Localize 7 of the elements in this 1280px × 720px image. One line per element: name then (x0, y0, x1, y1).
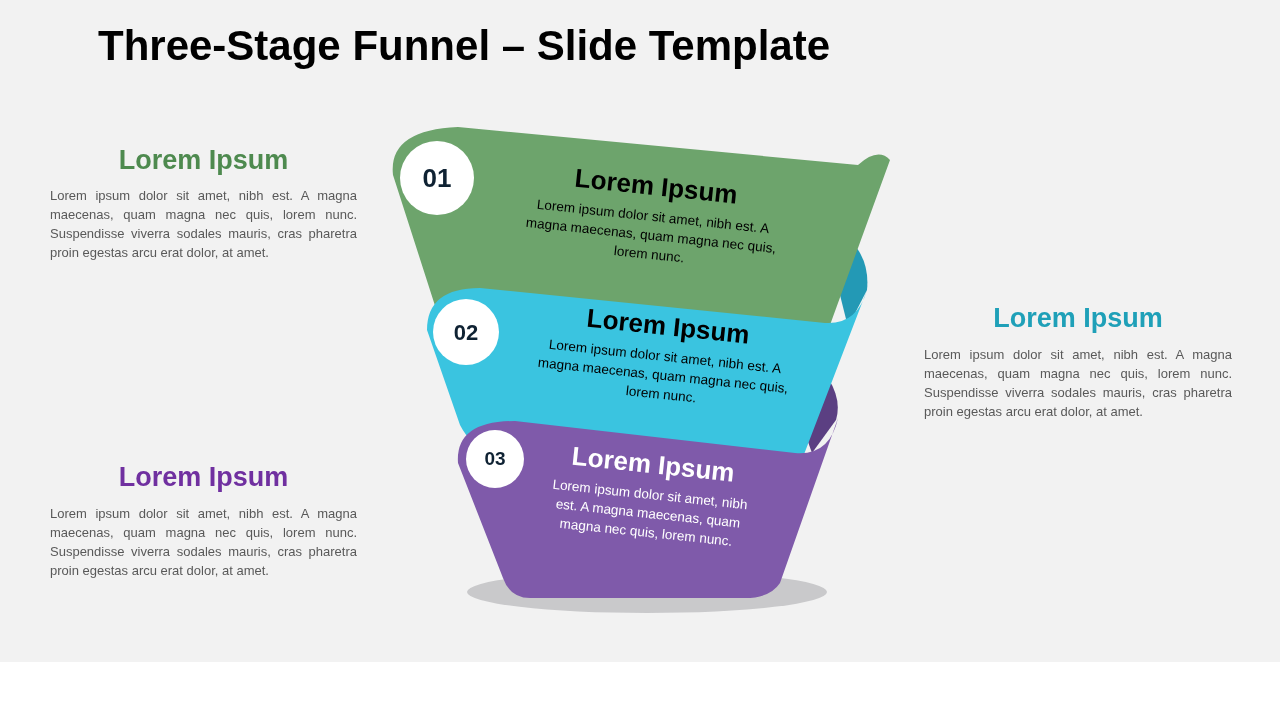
side-paragraph: Lorem ipsum dolor sit amet, nibh est. A magna maecenas, quam magna nec quis, lorem nunc. Suspendisse viverra sodales mauris, cras pharetra proin egestas arcu erat dolor, at amet. (50, 505, 357, 580)
side-heading: Lorem Ipsum (992, 302, 1164, 335)
side-paragraph: Lorem ipsum dolor sit amet, nibh est. A magna maecenas, quam magna nec quis, lorem nunc. Suspendisse viverra sodales mauris, cras pharetra proin egestas arcu erat dolor, at amet. (50, 187, 357, 262)
slide-title: Three-Stage Funnel – Slide Template (98, 21, 831, 71)
side-paragraph: Lorem ipsum dolor sit amet, nibh est. A magna maecenas, quam magna nec quis, lorem nunc. Suspendisse viverra sodales mauris, cras pharetra proin egestas arcu erat dolor, at amet. (924, 346, 1232, 421)
side-heading: Lorem Ipsum (117, 144, 290, 177)
side-heading: Lorem Ipsum (117, 461, 290, 494)
